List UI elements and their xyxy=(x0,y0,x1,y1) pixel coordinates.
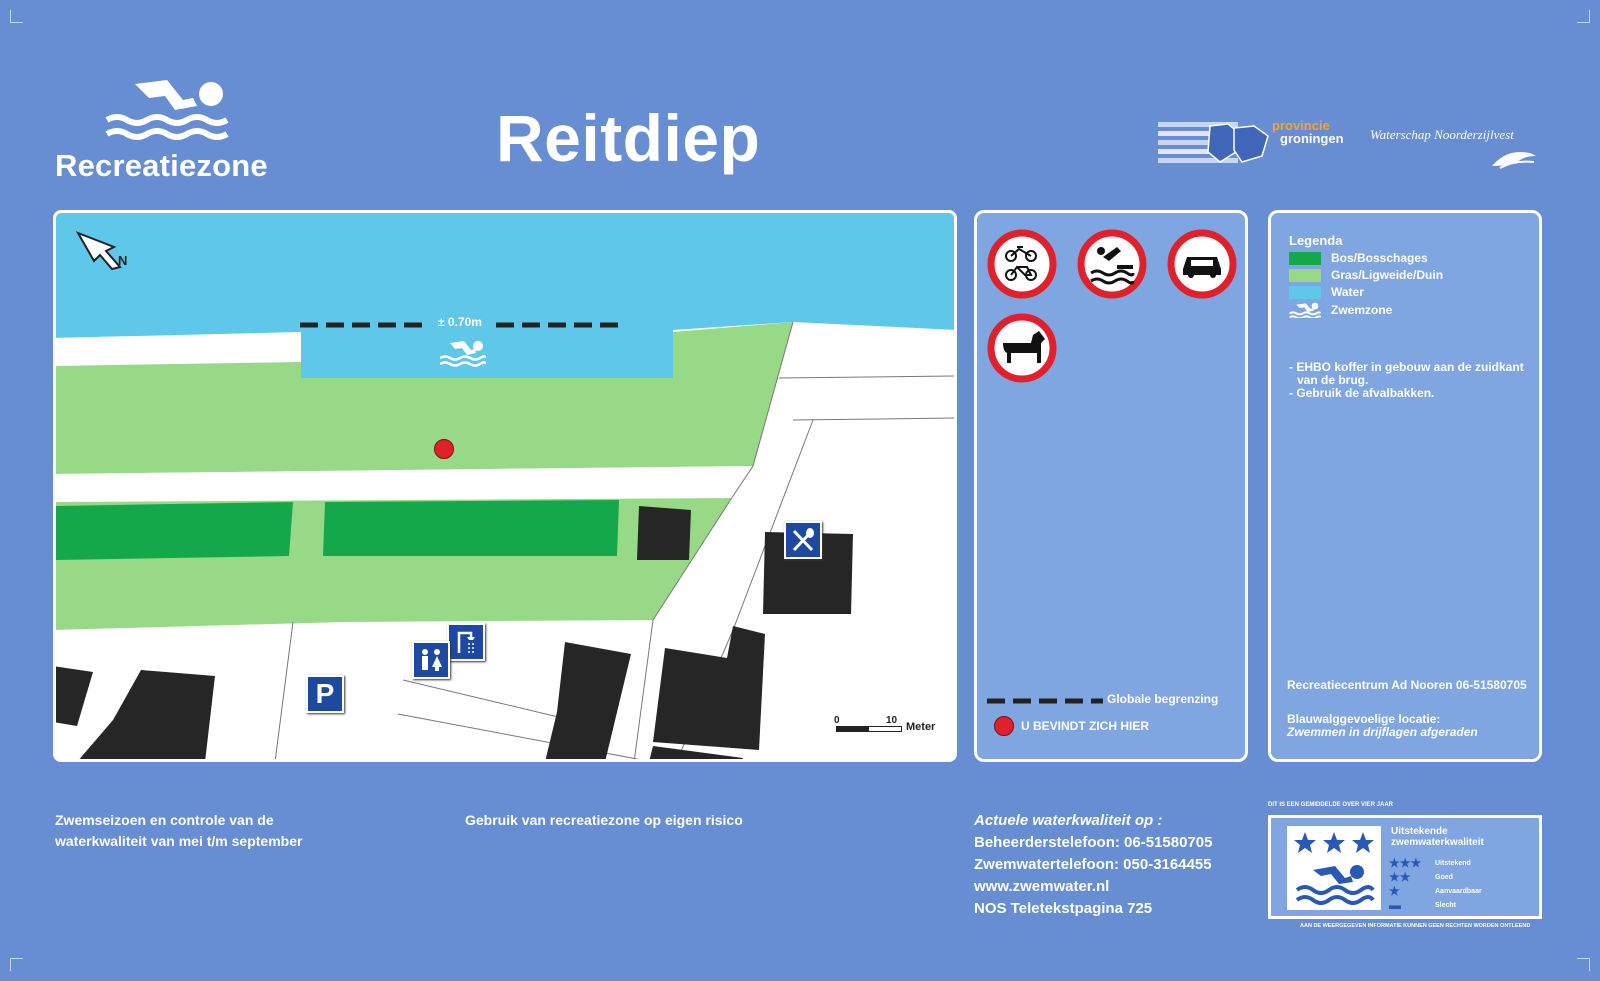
badge-icon-box xyxy=(1287,826,1381,910)
phone-manager: Beheerderstelefoon: 06-51580705 xyxy=(974,834,1213,851)
scale-max: 10 xyxy=(886,715,898,726)
legend-label: Bos/Bosschages xyxy=(1331,251,1428,265)
blue-algae-heading: Blauwalggevoelige locatie: xyxy=(1287,712,1441,726)
legend-item-water: Water xyxy=(1289,285,1364,299)
scale-bar xyxy=(836,726,902,732)
badge-title: Uitstekende zwemwaterkwaliteit xyxy=(1391,826,1484,848)
crop-mark xyxy=(1577,10,1590,23)
season-info: Zwemseizoen en controle van de waterkwal… xyxy=(55,810,302,852)
legend-title: Legenda xyxy=(1289,233,1343,248)
boundary-line xyxy=(300,322,620,328)
waterschap-wave-icon xyxy=(1492,152,1536,169)
quality-heading: Actuele waterkwaliteit op : xyxy=(974,812,1163,829)
badge-title-line-2: zwemwaterkwaliteit xyxy=(1391,837,1484,848)
site-map: N ± 0.70m xyxy=(53,210,957,762)
province-name-line1: provincie xyxy=(1272,118,1330,133)
legend-label: Water xyxy=(1331,285,1364,299)
restaurant-icon xyxy=(784,521,822,559)
logo-label: Recreatiezone xyxy=(55,148,268,183)
badge-top-note: DIT IS EEN GEMIDDELDE OVER VIER JAAR xyxy=(1268,802,1394,808)
legend-label: Zwemzone xyxy=(1331,303,1393,317)
page-title: Reitdiep xyxy=(496,101,761,175)
scale-unit: Meter xyxy=(906,721,936,733)
crop-mark xyxy=(1577,958,1590,971)
scale-min: 0 xyxy=(834,715,840,726)
note-first-aid: - EHBO koffer in gebouw aan de zuidkant xyxy=(1289,360,1524,374)
level-label: Uitstekend xyxy=(1435,859,1471,867)
you-are-here-legend-marker xyxy=(994,716,1014,736)
website-link[interactable]: www.zwemwater.nl xyxy=(974,878,1110,895)
province-logo xyxy=(1158,122,1273,164)
badge-title-line-1: Uitstekende xyxy=(1391,826,1448,837)
crop-mark xyxy=(10,10,23,23)
stars-2-icon: ★★ xyxy=(1389,870,1411,884)
no-bikes-mopeds-icon xyxy=(987,229,1057,299)
no-diving-icon xyxy=(1077,229,1147,299)
legend-swatch-grass xyxy=(1289,268,1321,282)
recreation-center: Recreatiecentrum Ad Nooren 06-51580705 xyxy=(1287,678,1527,692)
swimzone-icon xyxy=(440,341,486,367)
badge-levels: ★★★ Uitstekend ★★ Goed ★ Aanvaardbaar ▬ Slec… xyxy=(1389,856,1482,912)
stars-1-icon: ★ xyxy=(1389,884,1400,898)
you-are-here-label: U BEVINDT ZICH HIER xyxy=(1021,719,1150,733)
teletext-info: NOS Teletekstpagina 725 xyxy=(974,900,1153,917)
note-waste: - Gebruik de afvalbakken. xyxy=(1289,386,1435,400)
phone-swim: Zwemwatertelefoon: 050-3164455 xyxy=(974,856,1212,873)
swimmer-icon xyxy=(1289,302,1321,318)
water-quality-badge: Uitstekende zwemwaterkwaliteit ★★★ Uitste… xyxy=(1268,815,1542,919)
badge-stars-swimmer-icon xyxy=(1294,832,1375,905)
no-dogs-icon xyxy=(987,313,1057,383)
level-label: Slecht xyxy=(1435,901,1457,909)
boundary-legend-label: Globale begrenzing xyxy=(1107,692,1219,706)
province-name-line2: groningen xyxy=(1280,131,1344,146)
province-stripes-icon xyxy=(1158,122,1269,163)
shower-icon xyxy=(447,623,485,661)
legend-swatch-forest xyxy=(1289,251,1321,265)
contact-info: Actuele waterkwaliteit op : Beheerderste… xyxy=(974,810,1212,920)
season-line-2: waterkwaliteit van mei t/m september xyxy=(55,833,303,849)
toilets-icon xyxy=(412,641,450,679)
north-label: N xyxy=(118,253,128,268)
parking-icon: P xyxy=(306,675,344,713)
blue-algae-note: Zwemmen in drijflagen afgeraden xyxy=(1287,725,1478,739)
legend-item-swimzone: Zwemzone xyxy=(1289,302,1392,318)
legend-panel: Legenda Bos/Bosschages Gras/Ligweide/Dui… xyxy=(1268,210,1542,762)
north-arrow-icon xyxy=(76,231,122,271)
stars-3-icon: ★★★ xyxy=(1389,856,1422,870)
depth-label: ± 0.70m xyxy=(438,315,482,329)
no-cars-icon xyxy=(1167,229,1237,299)
badge-disclaimer: AAN DE WEERGEGEVEN INFORMATIE KUNNEN GEE… xyxy=(1300,923,1531,929)
map-drawing xyxy=(56,213,954,759)
crop-mark xyxy=(10,958,23,971)
legend-label: Gras/Ligweide/Duin xyxy=(1331,268,1444,282)
note-first-aid-cont: van de brug. xyxy=(1297,373,1369,387)
waterschap-name: Waterschap Noorderzijlvest xyxy=(1370,127,1514,142)
risk-notice: Gebruik van recreatiezone op eigen risic… xyxy=(465,812,743,828)
legend-swatch-water xyxy=(1289,285,1321,299)
level-label: Goed xyxy=(1435,873,1453,881)
you-are-here-marker xyxy=(434,439,454,459)
legend-item-grass: Gras/Ligweide/Duin xyxy=(1289,268,1443,282)
stars-0-icon: ▬ xyxy=(1389,898,1401,912)
season-line-1: Zwemseizoen en controle van de xyxy=(55,812,274,828)
boundary-legend-line xyxy=(987,698,1103,704)
legend-item-forest: Bos/Bosschages xyxy=(1289,251,1428,265)
swimmer-logo-icon xyxy=(105,80,229,140)
level-label: Aanvaardbaar xyxy=(1435,887,1482,895)
prohibitions-panel: Globale begrenzing U BEVINDT ZICH HIER xyxy=(974,210,1248,762)
